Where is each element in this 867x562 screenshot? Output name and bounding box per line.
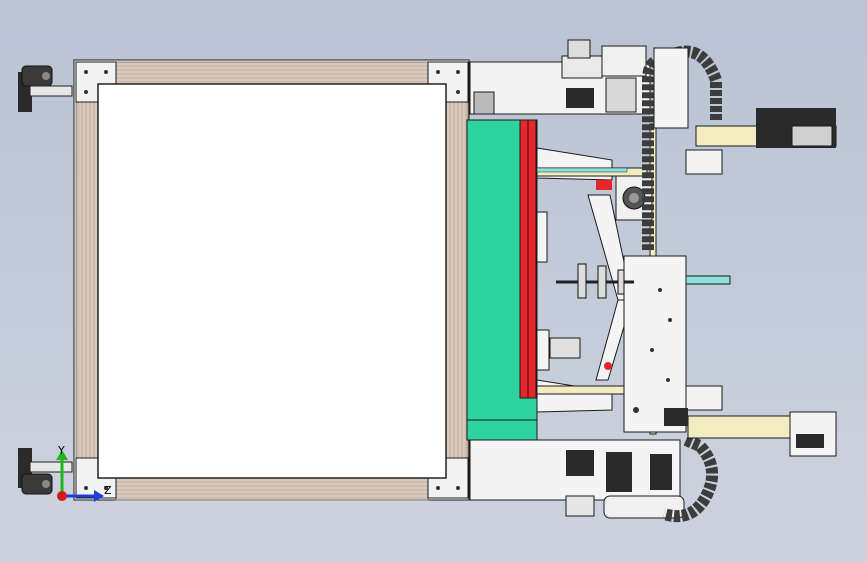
white-panel xyxy=(97,83,447,479)
mechanism-bottom-plate xyxy=(469,439,685,519)
clamp-details xyxy=(536,211,612,371)
central-column xyxy=(596,175,687,433)
mechanism-top-plate xyxy=(469,39,651,115)
coordinate-triad: Y Z xyxy=(56,444,112,502)
triad-y-label: Y xyxy=(57,444,65,457)
cyan-rod-right xyxy=(685,275,731,285)
cyan-rod-top xyxy=(536,167,628,173)
caster-bottom-left xyxy=(18,448,73,495)
actuator-bottom xyxy=(664,385,837,457)
actuator-top xyxy=(685,108,837,175)
lower-wedge-plate xyxy=(536,379,613,413)
triad-z-label: Z xyxy=(104,484,112,497)
red-rail-right xyxy=(527,119,537,399)
red-rail-left xyxy=(519,119,529,399)
cable-chain xyxy=(642,45,722,523)
caster-top-left xyxy=(18,65,73,112)
adjust-screw xyxy=(556,263,634,299)
